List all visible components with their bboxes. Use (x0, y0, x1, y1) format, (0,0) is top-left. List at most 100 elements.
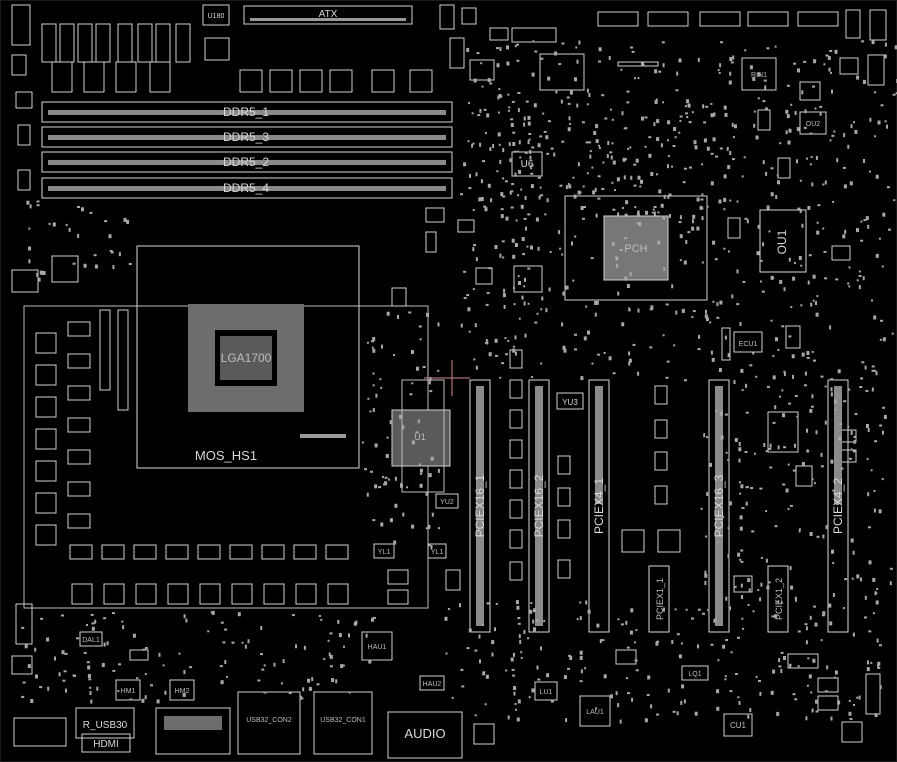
passive-part (355, 620, 358, 625)
passive-part (647, 675, 651, 680)
passive-part (368, 659, 372, 664)
passive-part (364, 468, 367, 471)
passive-part (540, 194, 544, 197)
passive-part (577, 162, 580, 167)
passive-part (759, 280, 762, 283)
passive-part (632, 343, 636, 346)
passive-part (372, 372, 375, 375)
passive-part (476, 52, 480, 55)
passive-part (850, 538, 854, 543)
passive-part (828, 67, 831, 72)
passive-part (494, 627, 496, 632)
passive-part (797, 68, 800, 73)
passive-part (87, 674, 91, 678)
passive-part (569, 656, 573, 660)
passive-part (736, 303, 740, 306)
pch-label: PCH (624, 243, 647, 255)
passive-part (419, 468, 423, 473)
passive-part (494, 338, 498, 343)
dal1-label: DAL1 (82, 637, 100, 644)
passive-part (485, 674, 489, 679)
passive-part (755, 135, 759, 140)
passive-part (861, 40, 865, 43)
passive-part (628, 358, 632, 363)
passive-part (731, 122, 734, 127)
passive-part (765, 107, 768, 110)
passive-part (762, 100, 766, 103)
passive-part (706, 205, 709, 208)
passive-part (640, 179, 643, 184)
passive-part (775, 195, 778, 199)
lu1-label: LU1 (540, 689, 553, 696)
passive-part (468, 102, 470, 105)
passive-part (63, 670, 67, 673)
passive-part (814, 107, 817, 110)
passive-part (475, 257, 478, 262)
passive-part (824, 690, 828, 693)
passive-part (836, 158, 839, 163)
passive-part (507, 339, 510, 342)
passive-part (430, 545, 433, 550)
passive-part (641, 62, 644, 67)
passive-part (479, 108, 482, 113)
passive-part (502, 256, 505, 259)
ou1-label: OU1 (775, 229, 789, 254)
passive-part (685, 608, 688, 611)
passive-part (101, 663, 105, 667)
passive-part (734, 673, 738, 675)
passive-part (830, 392, 833, 397)
passive-part (776, 600, 780, 603)
passive-part (847, 144, 850, 149)
passive-part (770, 690, 774, 695)
passive-part (763, 79, 767, 82)
hau2-label: HAU2 (423, 681, 442, 688)
passive-part (838, 436, 842, 441)
passive-part (717, 659, 720, 662)
passive-part (231, 641, 235, 644)
passive-part (762, 242, 765, 247)
passive-part (220, 680, 224, 685)
passive-part (894, 45, 897, 50)
passive-part (527, 637, 530, 640)
passive-part (828, 603, 832, 608)
passive-part (580, 669, 583, 674)
passive-part (481, 85, 484, 88)
passive-part (825, 525, 829, 530)
passive-part (671, 284, 674, 289)
passive-part (648, 153, 652, 158)
passive-part (545, 308, 548, 313)
passive-part (696, 197, 700, 202)
passive-part (744, 217, 748, 220)
passive-part (765, 510, 768, 513)
passive-part (513, 652, 515, 657)
passive-part (837, 700, 841, 705)
passive-part (533, 627, 536, 632)
passive-part (883, 414, 887, 419)
passive-part (514, 335, 517, 340)
passive-part (331, 678, 335, 683)
passive-part (508, 142, 511, 147)
passive-part (54, 656, 56, 661)
passive-part (588, 93, 591, 97)
top-right-connectors (489, 9, 887, 135)
passive-part (164, 690, 167, 695)
passive-part (87, 665, 91, 670)
passive-part (667, 195, 670, 199)
pciex1-1-slot (648, 565, 670, 633)
passive-part (561, 253, 564, 256)
passive-part (862, 276, 865, 281)
passive-part (815, 312, 819, 317)
passive-part (745, 411, 749, 414)
passive-part (481, 623, 484, 626)
passive-part (567, 183, 570, 185)
pch-outline (564, 195, 708, 301)
yl1-chip-a (373, 543, 395, 559)
passive-part (389, 518, 393, 523)
lq1-chip (681, 665, 709, 681)
passive-part (608, 55, 611, 60)
passive-part (518, 317, 521, 320)
passive-part (853, 440, 856, 445)
passive-part (816, 221, 819, 224)
passive-part (555, 89, 558, 94)
passive-part (36, 272, 39, 277)
